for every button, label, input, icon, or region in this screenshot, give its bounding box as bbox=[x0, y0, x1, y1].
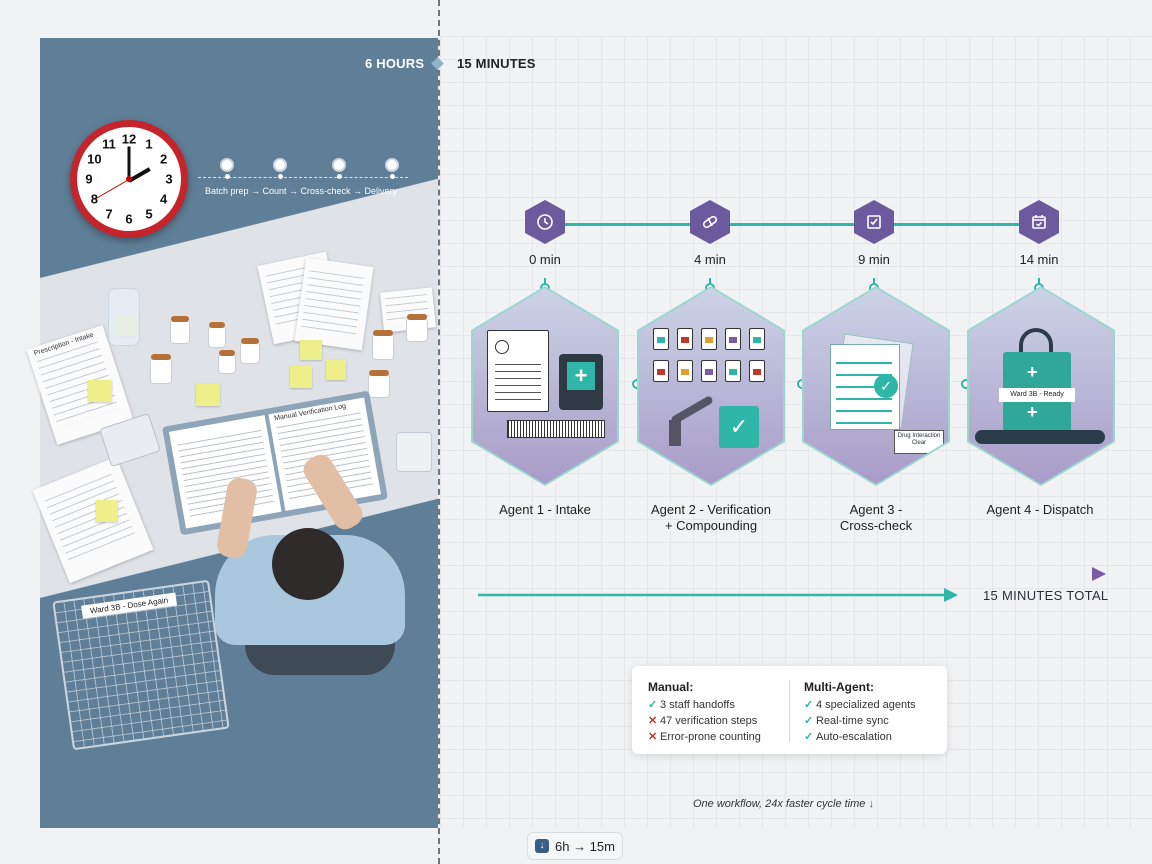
clock-number: 7 bbox=[105, 206, 113, 222]
divider bbox=[438, 0, 440, 864]
manual-steps-label: Batch prep → Count → Cross-check → Deliv… bbox=[205, 186, 398, 196]
manual-steps-line bbox=[198, 177, 408, 178]
vial bbox=[725, 328, 741, 350]
vial bbox=[725, 360, 741, 382]
arrow-down-icon: ↓ bbox=[535, 839, 549, 853]
vial bbox=[677, 360, 693, 382]
agent-label: Agent 4 - Dispatch bbox=[986, 502, 1094, 517]
total-time-label: 15 MINUTES TOTAL bbox=[983, 588, 1109, 603]
agent-verification-card: ✓ bbox=[639, 288, 783, 484]
clock-number: 9 bbox=[85, 171, 93, 187]
medication-cart: Ward 3B - Dose Again bbox=[52, 579, 230, 751]
vial bbox=[701, 328, 717, 350]
vial bbox=[749, 328, 765, 350]
vial bbox=[701, 360, 717, 382]
clock-number: 11 bbox=[102, 136, 116, 152]
pill-icon bbox=[690, 200, 730, 244]
timeline-line bbox=[545, 223, 1040, 226]
clock-number: 10 bbox=[87, 151, 102, 167]
agent-label: Agent 3 -Cross-check bbox=[839, 502, 913, 533]
ready-label: Ward 3B - Ready bbox=[999, 388, 1075, 402]
clock-number: 1 bbox=[145, 136, 153, 152]
clock-number: 2 bbox=[160, 151, 168, 167]
clock-number: 6 bbox=[125, 211, 133, 227]
agent-crosscheck-card: ✓ Drug Interaction Clear bbox=[804, 288, 948, 484]
time-reduction-badge: ↓6h → 15m bbox=[527, 832, 623, 860]
vial bbox=[749, 360, 765, 382]
progress-arrows bbox=[478, 567, 1106, 602]
clock-number: 3 bbox=[165, 171, 173, 187]
batch-icon bbox=[220, 158, 234, 172]
manual-column: Manual: ✓3 staff handoffs ✕47 verificati… bbox=[648, 680, 761, 743]
pharmacist-head bbox=[272, 528, 344, 600]
clock-number: 4 bbox=[160, 191, 168, 207]
stage-time: 0 min bbox=[529, 252, 561, 267]
count-icon bbox=[273, 158, 287, 172]
crosscheck-icon bbox=[332, 158, 346, 172]
checklist-icon bbox=[854, 200, 894, 244]
agent-label: Agent 1 - Intake bbox=[499, 502, 591, 517]
agent-duration: 15 MINUTES bbox=[457, 56, 536, 71]
agent-label: Agent 2 - Verification+ Compounding bbox=[651, 502, 771, 533]
manual-duration: 6 HOURS bbox=[365, 56, 425, 71]
clock-number: 8 bbox=[90, 191, 98, 207]
agent-intake-card: + bbox=[473, 288, 617, 484]
clock-number: 5 bbox=[145, 206, 153, 222]
delivery-icon bbox=[385, 158, 399, 172]
clock-icon bbox=[525, 200, 565, 244]
vial bbox=[653, 328, 669, 350]
clock-number: 12 bbox=[121, 131, 137, 147]
stage-time: 9 min bbox=[858, 252, 890, 267]
vial bbox=[677, 328, 693, 350]
comparison-box: Manual: ✓3 staff handoffs ✕47 verificati… bbox=[632, 666, 947, 754]
arrow-down-icon: ↓ bbox=[868, 798, 874, 810]
tagline: One workflow, 24x faster cycle time ↓ bbox=[693, 798, 874, 810]
stage-time: 14 min bbox=[1019, 252, 1059, 267]
vial bbox=[653, 360, 669, 382]
stage-time: 4 min bbox=[694, 252, 726, 267]
multi-agent-column: Multi-Agent: ✓4 specialized agents ✓Real… bbox=[804, 680, 916, 743]
agent-dispatch-card: Ward 3B - Ready + + bbox=[969, 288, 1113, 484]
